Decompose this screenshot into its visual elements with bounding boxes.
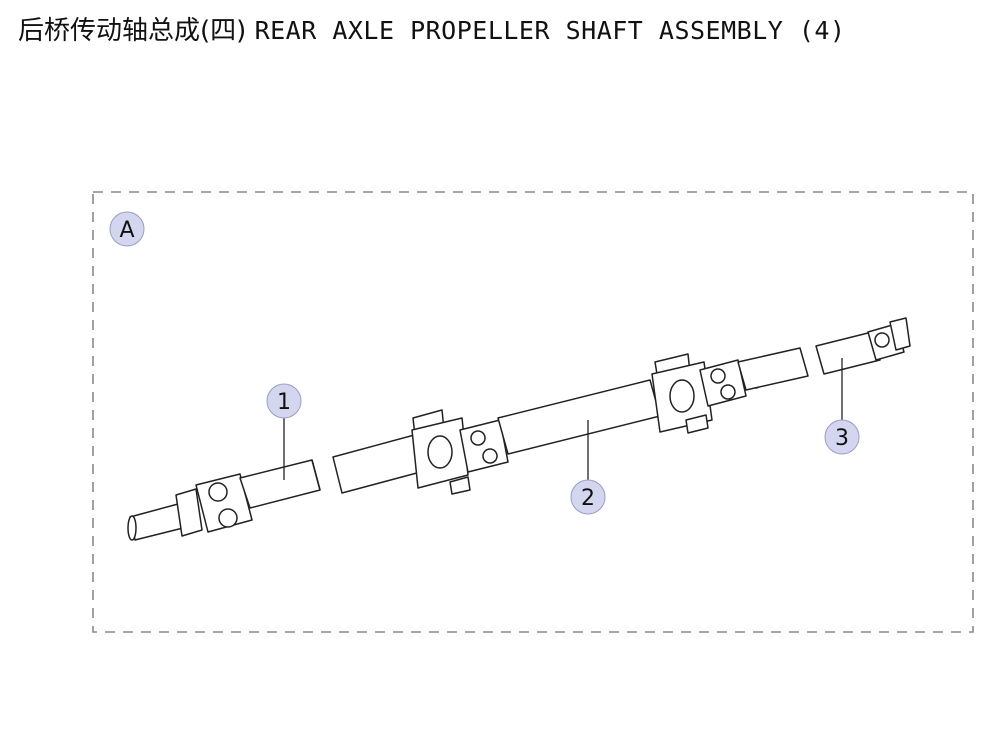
view-frame [92, 191, 974, 633]
title-chinese: 后桥传动轴总成(四) [18, 16, 247, 46]
callout-1-number: 1 [277, 390, 291, 415]
callout-2: 2 [570, 479, 606, 515]
shaft-section-1 [127, 459, 321, 541]
shaft-section-3 [815, 317, 911, 375]
view-label-text: A [119, 218, 134, 243]
callout-1: 1 [266, 383, 302, 419]
shaft-section-2 [332, 347, 809, 495]
callout-2-number: 2 [581, 486, 595, 511]
callout-3: 3 [824, 419, 860, 455]
page-title: 后桥传动轴总成(四) REAR AXLE PROPELLER SHAFT ASS… [18, 10, 846, 47]
callout-3-number: 3 [835, 426, 849, 451]
view-label-a: A [109, 211, 145, 247]
title-english: REAR AXLE PROPELLER SHAFT ASSEMBLY (4) [254, 16, 846, 45]
